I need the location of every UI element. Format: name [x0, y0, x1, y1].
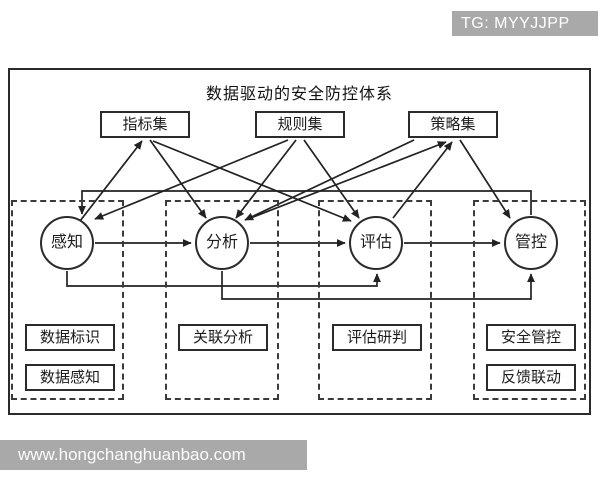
tg-watermark-badge: TG: MYYJJPP: [452, 11, 598, 36]
diagram-title: 数据驱动的安全防控体系: [205, 86, 393, 103]
footer-watermark-url: www.hongchanghuanbao.com: [0, 440, 307, 470]
top-box-rule-set: 规则集: [255, 111, 345, 138]
diagram-outer-frame: [8, 68, 591, 415]
stage-circle-analysis: 分析: [195, 216, 249, 270]
dashed-group-perception: [11, 200, 124, 400]
top-box-strategy-set: 策略集: [408, 111, 498, 138]
cap-box-security-control: 安全管控: [486, 324, 576, 351]
top-box-indicator-set: 指标集: [100, 111, 190, 138]
cap-box-correlation-analysis: 关联分析: [178, 324, 268, 351]
cap-box-assessment-judgement: 评估研判: [332, 324, 422, 351]
cap-box-data-labeling: 数据标识: [25, 324, 115, 351]
stage-circle-assessment: 评估: [349, 216, 403, 270]
cap-box-feedback-linkage: 反馈联动: [486, 364, 576, 391]
stage-circle-control: 管控: [504, 216, 558, 270]
stage-circle-perception: 感知: [40, 216, 94, 270]
cap-box-data-perception: 数据感知: [25, 364, 115, 391]
